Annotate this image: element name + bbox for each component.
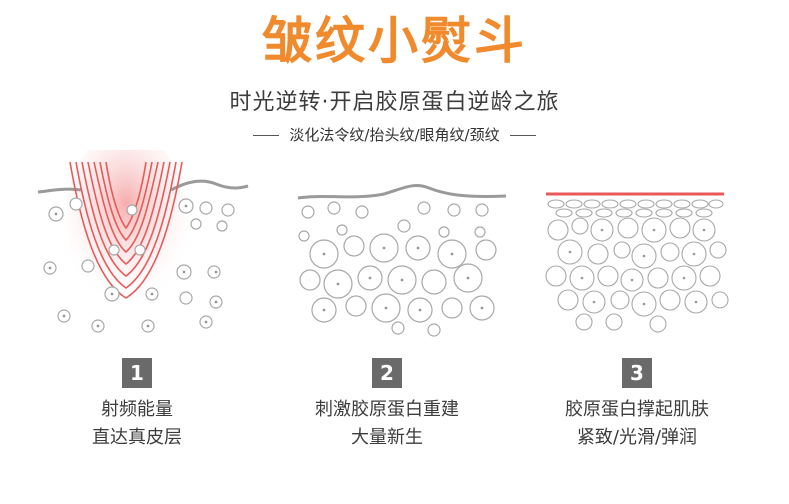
cell-dots (48, 204, 218, 328)
step-3-line2: 紧致/光滑/弹润 (576, 427, 698, 448)
step-3-caption: 胶原蛋白撑起肌肤 紧致/光滑/弹润 (517, 396, 757, 452)
skin-surface-line (297, 184, 507, 200)
page-subtitle: 时光逆转·开启胶原蛋白逆龄之旅 (229, 90, 560, 115)
collagen-rebuild-diagram (297, 184, 507, 337)
collagen-cells (298, 201, 497, 337)
dense-collagen-cells (545, 199, 729, 333)
cell-dots (568, 228, 706, 306)
panel-collagen-rebuild (294, 150, 514, 340)
step-1-line1: 射频能量 (101, 399, 173, 420)
rf-energy-diagram (37, 150, 249, 333)
step-1-line2: 直达真皮层 (92, 427, 182, 448)
cell-dots (322, 246, 484, 312)
step-1-caption: 射频能量 直达真皮层 (17, 396, 257, 452)
step-2-line1: 刺激胶原蛋白重建 (315, 399, 459, 420)
rf-wave-lines (69, 161, 183, 299)
panel-rf-energy (36, 150, 256, 340)
step-3-badge: 3 (622, 358, 652, 388)
skin-surface-line (37, 179, 249, 194)
tagline: 淡化法令纹/抬头纹/眼角纹/颈纹 (289, 126, 500, 144)
step-2-badge: 2 (372, 358, 402, 388)
page-title: 皱纹小熨斗 (262, 12, 527, 70)
step-1-badge: 1 (122, 358, 152, 388)
firm-skin-diagram (545, 192, 729, 333)
step-3-line1: 胶原蛋白撑起肌肤 (565, 399, 709, 420)
panel-firm-skin (544, 150, 764, 340)
tagline-right-dash (509, 134, 536, 136)
tagline-left-dash (253, 134, 280, 136)
tagline-row: 淡化法令纹/抬头纹/眼角纹/颈纹 (0, 124, 789, 146)
step-2-line2: 大量新生 (351, 427, 423, 448)
step-2-caption: 刺激胶原蛋白重建 大量新生 (267, 396, 507, 452)
